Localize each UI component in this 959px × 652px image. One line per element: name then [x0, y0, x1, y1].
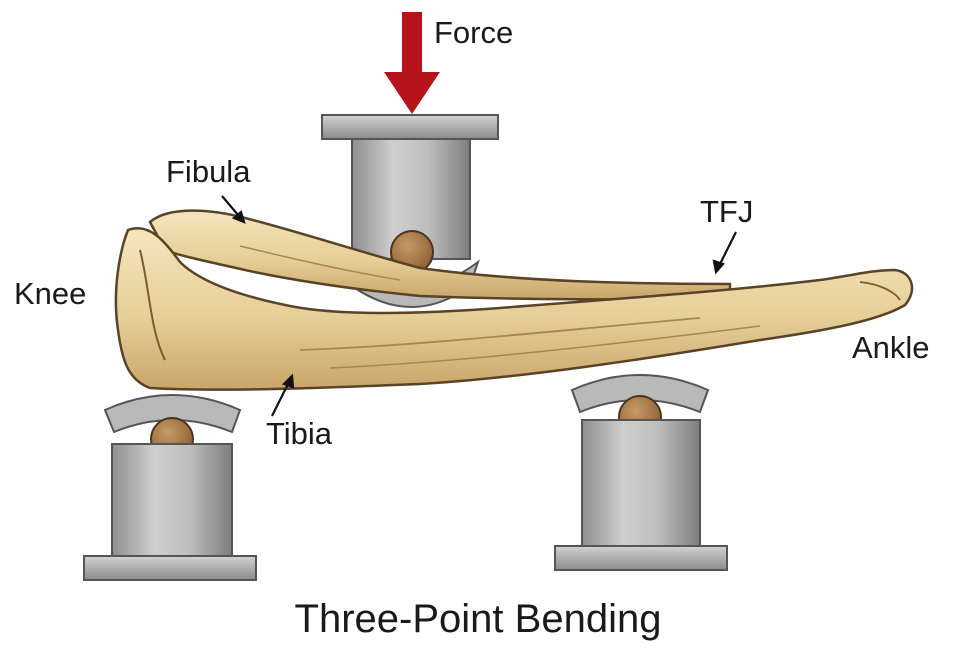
- tibia-label: Tibia: [266, 416, 333, 451]
- right-plate: [555, 546, 727, 570]
- ankle-label: Ankle: [852, 330, 930, 365]
- left-block: [112, 444, 232, 556]
- tfj-leader-arrowhead: [714, 261, 723, 272]
- force-arrow: [384, 12, 440, 114]
- diagram-title: Three-Point Bending: [295, 597, 662, 641]
- right-block: [582, 420, 700, 546]
- knee-label: Knee: [14, 276, 86, 311]
- top-plate: [322, 115, 498, 139]
- left-plate: [84, 556, 256, 580]
- left-support-fixture: [84, 395, 256, 580]
- fibula-label: Fibula: [166, 154, 251, 189]
- right-support-fixture: [555, 375, 727, 570]
- tfj-label: TFJ: [700, 194, 753, 229]
- leg-bones: [116, 211, 912, 390]
- force-label: Force: [434, 15, 513, 50]
